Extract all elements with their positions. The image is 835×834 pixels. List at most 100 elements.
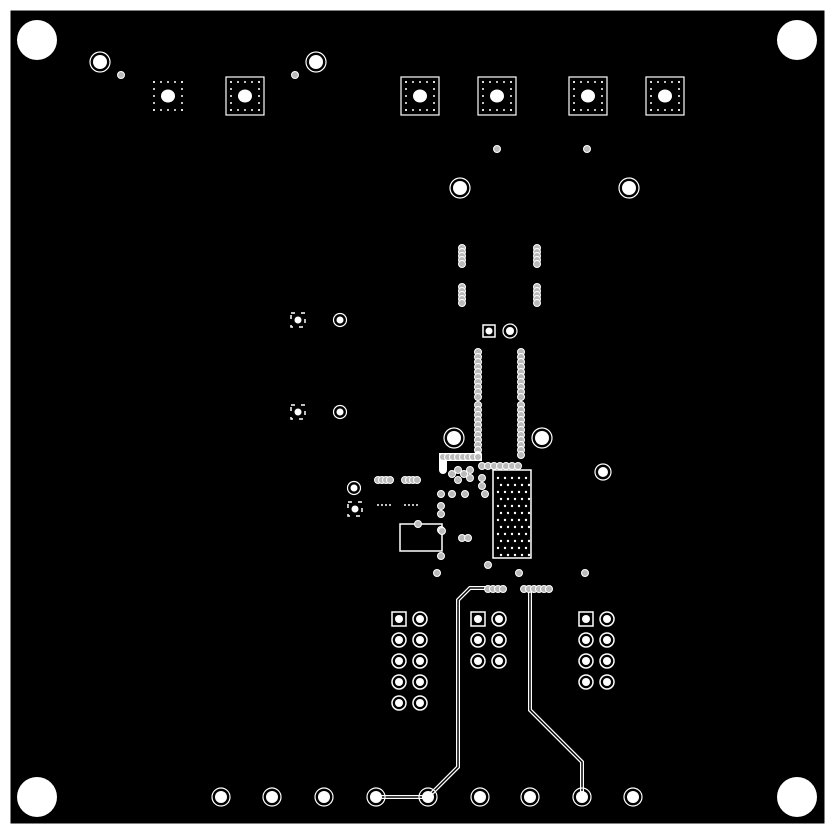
thermal-via	[510, 490, 514, 494]
thermal-via	[503, 490, 507, 494]
test-pad	[350, 484, 358, 492]
via	[437, 502, 445, 510]
fence-via	[678, 95, 680, 97]
via	[454, 466, 462, 474]
fence-via	[678, 102, 680, 104]
thermal-via	[517, 476, 521, 480]
via	[499, 585, 507, 593]
via	[583, 145, 591, 153]
via	[478, 474, 486, 482]
header-middle-pin	[474, 615, 482, 623]
bottom-pad-ring	[366, 787, 386, 807]
thermal-via	[517, 518, 521, 522]
thermal-via	[503, 518, 507, 522]
thermal-via	[524, 532, 528, 536]
fence-via	[181, 95, 183, 97]
fence-via	[412, 109, 414, 111]
via	[515, 569, 523, 577]
via	[117, 71, 125, 79]
small-via	[389, 504, 391, 506]
fence-via	[601, 109, 603, 111]
fence-via	[482, 102, 484, 104]
thermal-via	[510, 518, 514, 522]
fence-via	[678, 109, 680, 111]
via	[481, 490, 489, 498]
header-right-pin	[603, 636, 611, 644]
fence-via	[167, 81, 169, 83]
thermal-via	[506, 525, 510, 529]
header-left-pin	[416, 657, 424, 665]
test-pad-square	[347, 501, 363, 517]
via	[581, 569, 589, 577]
fence-via	[433, 88, 435, 90]
fence-via	[419, 81, 421, 83]
fence-via	[503, 109, 505, 111]
header-right-pin-ring	[578, 674, 594, 690]
via	[545, 585, 553, 593]
fence-via	[251, 109, 253, 111]
via	[448, 490, 456, 498]
pad	[447, 431, 461, 445]
thermal-via	[506, 497, 510, 501]
thermal-via	[503, 476, 507, 480]
fence-via	[160, 109, 162, 111]
via	[413, 476, 421, 484]
thermal-via	[499, 553, 503, 557]
header-right-pin-ring	[578, 632, 594, 648]
thermal-via	[496, 490, 500, 494]
thermal-via	[524, 518, 528, 522]
thermal-via	[506, 539, 510, 543]
fence-via	[405, 95, 407, 97]
fence-via	[244, 109, 246, 111]
fence-via	[237, 81, 239, 83]
header-left-pin-ring	[412, 653, 428, 669]
square-pad-outline	[645, 76, 685, 116]
header-right-pin	[582, 636, 590, 644]
thermal-via	[506, 483, 510, 487]
fence-via	[573, 95, 575, 97]
thermal-via	[520, 525, 524, 529]
via	[484, 561, 492, 569]
square-pad-outline	[225, 76, 265, 116]
thermal-via	[524, 546, 528, 550]
test-pad-ring	[332, 312, 348, 328]
header-left-pin-ring	[412, 632, 428, 648]
fence-via	[258, 88, 260, 90]
thermal-via	[527, 539, 531, 543]
square-pad-hole	[413, 89, 427, 103]
bottom-pad-ring	[520, 787, 540, 807]
header-left-pin-ring	[412, 695, 428, 711]
pad-ring	[443, 427, 465, 449]
square-pad-hole	[658, 89, 672, 103]
header-right-pin-ring	[599, 674, 615, 690]
fence-via	[258, 102, 260, 104]
fence-via	[433, 95, 435, 97]
header-left-pin	[395, 657, 403, 665]
stitch-via	[517, 451, 525, 459]
header-left-pin-ring	[391, 632, 407, 648]
thermal-via	[496, 504, 500, 508]
stitch-via	[517, 393, 525, 401]
thermal-via	[506, 553, 510, 557]
fence-via	[160, 81, 162, 83]
fence-via	[244, 81, 246, 83]
header-right-pin	[582, 657, 590, 665]
thermal-via	[499, 539, 503, 543]
fence-via	[258, 81, 260, 83]
bottom-pad	[422, 791, 434, 803]
small-via	[408, 504, 410, 506]
header-left-pin	[395, 699, 403, 707]
pad-ring	[89, 51, 111, 73]
square-pad-hole	[581, 89, 595, 103]
fence-via	[580, 81, 582, 83]
stitch-via	[474, 453, 482, 461]
fence-via	[650, 88, 652, 90]
pad	[506, 327, 514, 335]
via	[460, 470, 468, 478]
square-pad-outline	[400, 76, 440, 116]
fence-via	[671, 109, 673, 111]
via	[414, 520, 422, 528]
pad	[598, 467, 608, 477]
bottom-pad	[215, 791, 227, 803]
header-right-pin	[603, 657, 611, 665]
